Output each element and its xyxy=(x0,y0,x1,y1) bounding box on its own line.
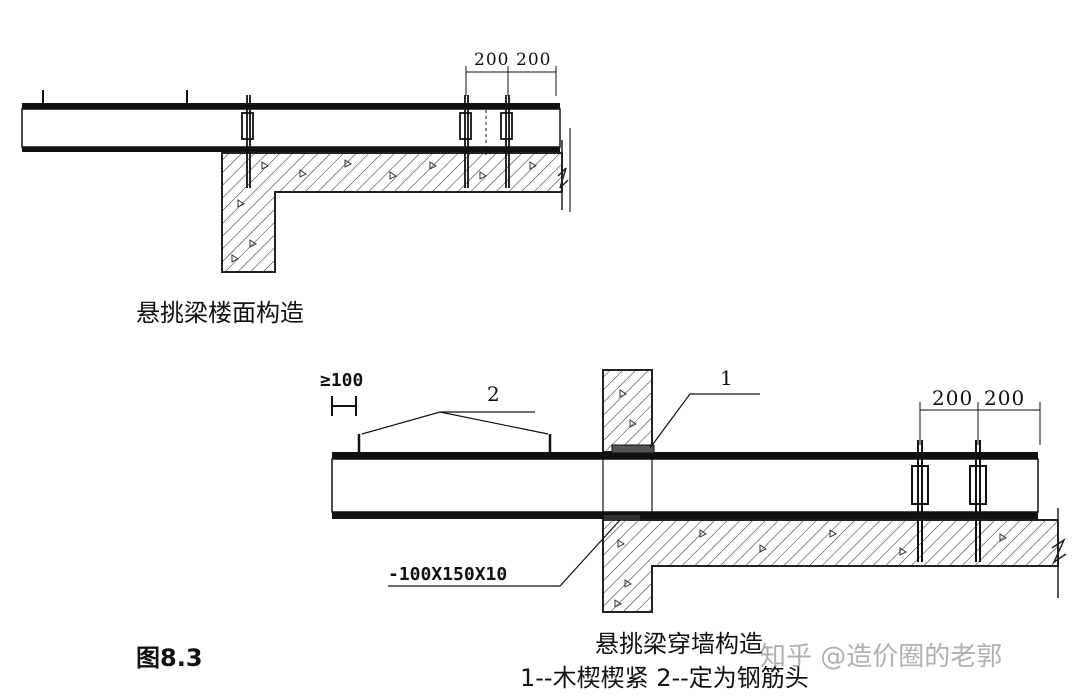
min-dim-label: ≥100 xyxy=(320,370,364,391)
bottom-steel-plate xyxy=(604,515,640,521)
min-dimension-marker xyxy=(331,396,357,416)
bottom-u-bolts xyxy=(911,440,987,562)
callout-leaders xyxy=(361,393,760,587)
bottom-caption: 悬挑梁穿墙构造 xyxy=(595,630,763,658)
top-dimension-line xyxy=(465,66,557,155)
figure-label: 图8.3 xyxy=(136,644,203,672)
callout-2-label: 2 xyxy=(487,382,501,406)
top-rebar-stubs xyxy=(42,90,188,103)
plate-label: -100X150X10 xyxy=(388,564,508,585)
top-caption: 悬挑梁楼面构造 xyxy=(136,299,304,327)
bottom-rebar-stubs xyxy=(357,434,552,452)
bottom-steel-beam xyxy=(331,452,1039,519)
bottom-dimension-line xyxy=(919,402,1041,445)
bottom-dim-right: 200 xyxy=(984,386,1026,410)
bottom-legend: 1--木楔楔紧 2--定为钢筋头 xyxy=(520,664,809,692)
top-u-bolts xyxy=(241,95,513,188)
top-steel-beam xyxy=(21,103,561,152)
watermark: 知乎 @造价圈的老郭 xyxy=(760,642,1003,672)
bottom-wood-wedge xyxy=(611,444,655,454)
bottom-dim-left: 200 xyxy=(932,386,974,410)
top-dim-left: 200 xyxy=(474,50,510,70)
top-slab-section xyxy=(221,128,571,273)
callout-1-label: 1 xyxy=(720,366,734,390)
top-dim-right: 200 xyxy=(516,50,552,70)
